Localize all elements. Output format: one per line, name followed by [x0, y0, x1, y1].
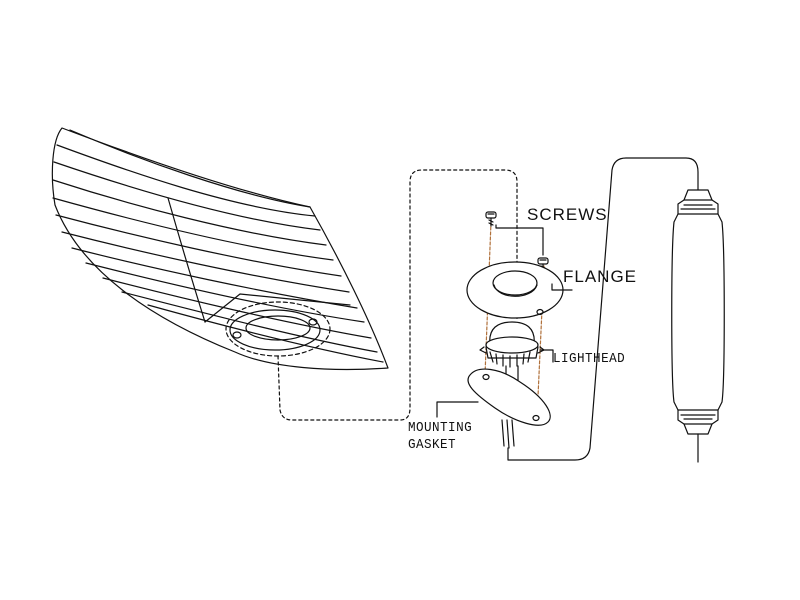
wire-leads: [501, 419, 515, 449]
flange: [466, 261, 564, 319]
screw-1: [485, 211, 497, 227]
label-lighthead: LIGHTHEAD: [553, 351, 626, 367]
cable-route-dashed: [277, 169, 518, 421]
hull-section: [51, 127, 389, 371]
label-screws: SCREWS: [527, 205, 608, 224]
label-mounting: MOUNTING: [408, 420, 473, 436]
lighthead: [479, 321, 545, 389]
label-flange: FLANGE: [563, 267, 638, 286]
mounting-gasket: [467, 368, 551, 426]
label-gasket: GASKET: [408, 437, 457, 453]
buoy: [671, 189, 725, 463]
cable-to-buoy: [507, 157, 699, 461]
